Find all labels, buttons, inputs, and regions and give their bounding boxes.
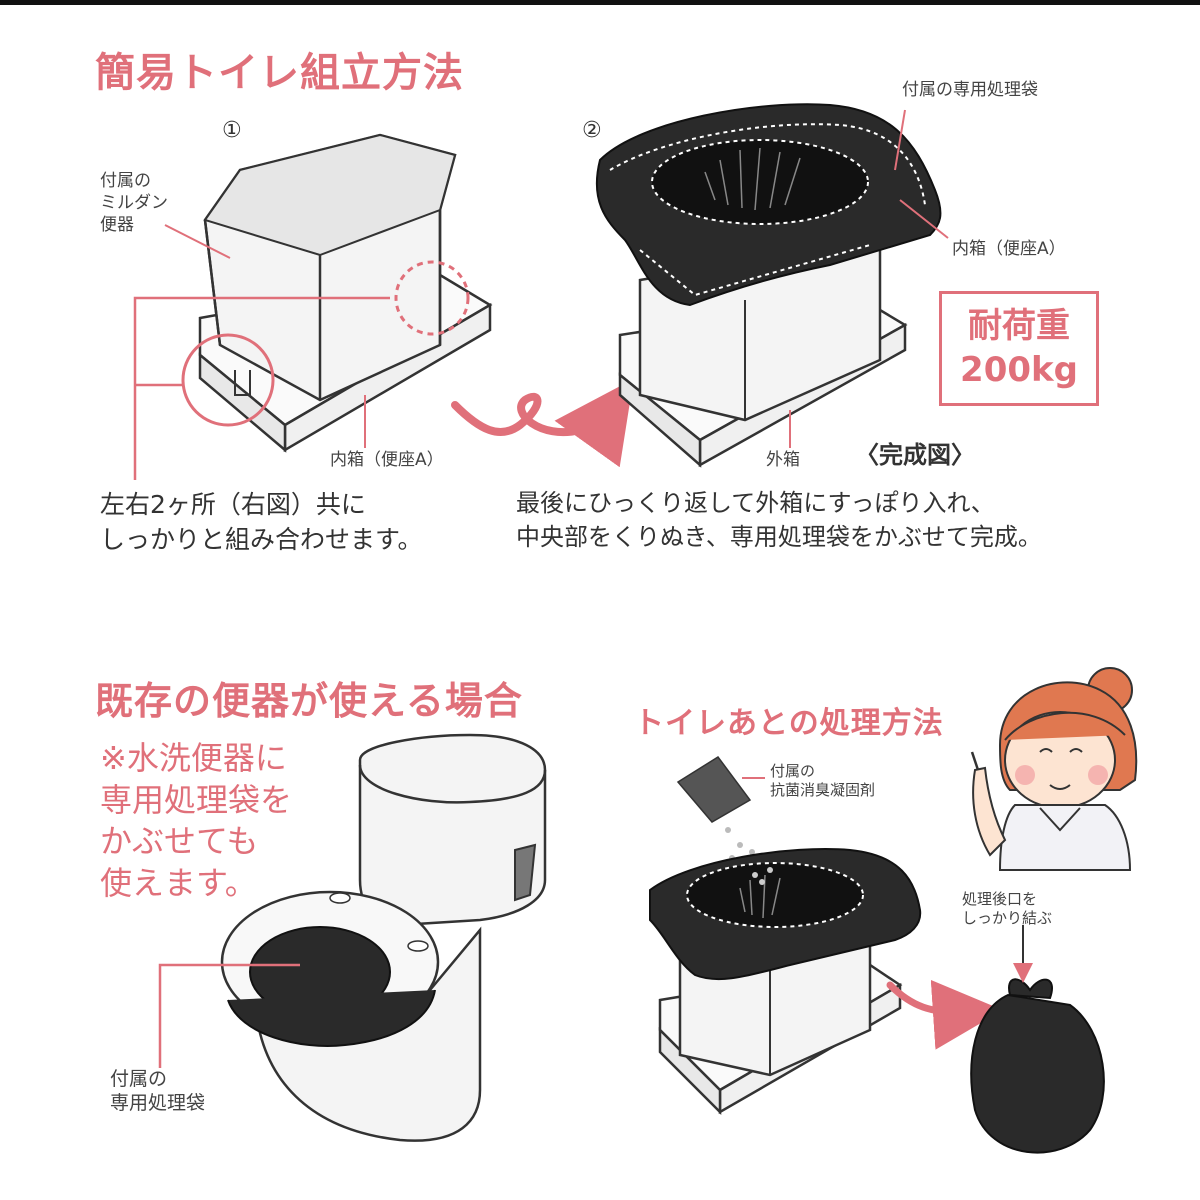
label-milldan-toilet: 付属の ミルダン 便器 (100, 171, 168, 236)
section3-title: トイレあとの処理方法 (634, 706, 944, 741)
label-outer-box: 外箱 (766, 450, 800, 470)
top-border (0, 0, 1200, 5)
step2-number: ② (582, 118, 602, 143)
step1-illustration (133, 133, 493, 480)
disposal-illustration (649, 667, 1138, 1154)
label-inner-box-1: 内箱（便座A） (330, 450, 444, 470)
label-inner-box-2: 内箱（便座A） (952, 239, 1066, 259)
step1-number: ① (222, 118, 242, 143)
label-bag-top: 付属の専用処理袋 (902, 80, 1038, 100)
arrow-icon (451, 378, 634, 468)
label-complete: 〈完成図〉 (855, 441, 975, 469)
toilet-illustration (158, 733, 547, 1142)
load-label: 耐荷重 (968, 306, 1070, 346)
section1-title: 簡易トイレ組立方法 (95, 50, 464, 96)
load-capacity-badge: 耐荷重 200kg (939, 291, 1099, 406)
section2-title: 既存の便器が使える場合 (95, 679, 523, 723)
instruction-right: 最後にひっくり返して外箱にすっぽり入れ、 中央部をくりぬき、専用処理袋をかぶせて… (516, 489, 1042, 551)
label-agent: 付属の 抗菌消臭凝固剤 (770, 762, 876, 799)
instruction-left: 左右2ヶ所（右図）共に しっかりと組み合わせます。 (100, 490, 423, 554)
label-tie-bag: 処理後口を しっかり結ぶ (962, 890, 1053, 927)
step2-illustration (595, 103, 949, 468)
label-toilet-bag: 付属の 専用処理袋 (110, 1068, 206, 1114)
woman-avatar (970, 667, 1138, 871)
load-value: 200kg (960, 350, 1078, 390)
section2-note: ※水洗便器に 専用処理袋を かぶせても 使えます。 (100, 739, 293, 902)
